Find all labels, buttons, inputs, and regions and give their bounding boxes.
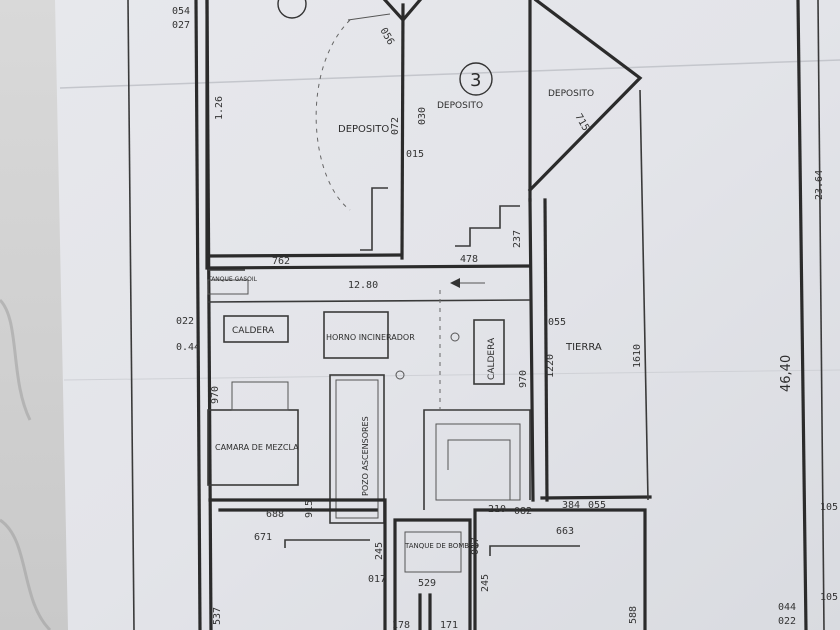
dimension-label: 017: [368, 574, 386, 585]
dimension-label: 12.80: [348, 280, 378, 291]
dimension-label: 537: [212, 607, 223, 625]
central-detail: [447, 439, 511, 500]
caldera-right-outline: [473, 319, 505, 385]
dimension-label: 054: [172, 6, 190, 17]
dimension-label: 384: [562, 500, 580, 511]
room-label-horno: HORNO INCINERADOR: [326, 333, 415, 342]
dimension-label: 105: [820, 592, 838, 603]
arrow-icon: [450, 278, 460, 288]
door-leaf: [347, 13, 391, 21]
room-label-camara-mezcla: CAMARA DE MEZCLA: [215, 443, 299, 452]
dimension-label: 015: [406, 149, 424, 160]
dimension-label: 915: [304, 500, 315, 518]
dimension-label: 022: [778, 616, 796, 627]
wall-deposito-right: [527, 0, 643, 193]
room-label-tierra: TIERRA: [565, 342, 602, 353]
room-label-deposito-left: DEPOSITO: [338, 124, 389, 135]
dimension-label: 1610: [632, 344, 643, 368]
wall-tierra-bottom: [540, 495, 652, 500]
paper-sheet: [55, 0, 840, 630]
wall-tierra-left-inner: [543, 198, 549, 502]
column-symbol: [395, 370, 405, 380]
wall-tierra-right: [639, 89, 649, 501]
exterior-wall-left: [194, 0, 202, 630]
dimension-label: 762: [272, 256, 290, 267]
room-number-circle: [459, 62, 493, 96]
dimension-label: 1220: [545, 354, 556, 378]
caldera-left-outline: [223, 315, 289, 343]
wall-top-band: [205, 0, 532, 270]
dimension-label: 0.44: [176, 342, 200, 353]
room-number-circle-top: [277, 0, 307, 19]
stair-detail: [455, 205, 520, 247]
wall-deposito-divider: [400, 3, 405, 260]
dimension-label: 044: [778, 602, 796, 613]
dimension-label: 1.26: [214, 96, 225, 120]
wall: [206, 253, 402, 258]
dimension-label: 178: [392, 620, 410, 630]
dimension-label: 237: [512, 230, 523, 248]
pozo-ascensores-outline: [329, 374, 385, 524]
stair-detail: [360, 187, 388, 251]
room-label-tanque-bombeo: TANQUE DE BOMBEO: [404, 542, 480, 550]
dimension-label: 171: [440, 620, 458, 630]
exterior-wall-right: [796, 0, 808, 630]
tanque-bombeo-outline: [404, 531, 462, 573]
door-swing-arc: [315, 19, 351, 211]
dimension-label: 055: [588, 500, 606, 511]
wall-tanque-bombeo: [393, 518, 472, 630]
pozo-inner-outline: [335, 379, 379, 519]
dimension-label: 027: [172, 20, 190, 31]
paper-fold: [63, 369, 840, 381]
equipment-outline: [231, 381, 289, 411]
dimension-label: 022: [176, 316, 194, 327]
dimension-label: 210: [488, 504, 506, 515]
room-number: 3: [470, 70, 481, 91]
horno-outline: [323, 311, 389, 359]
dimension-label: 671: [254, 532, 272, 543]
stair-detail: [489, 545, 580, 556]
column-symbol: [450, 332, 460, 342]
dimension-label: 23.64: [814, 170, 825, 200]
boundary-line-right: [817, 0, 825, 630]
tanque-gasoil-outline: [207, 279, 249, 295]
dimension-label: 055: [548, 317, 566, 328]
room-label-tanque-gasoil: TANQUE GASOIL: [207, 276, 258, 283]
dimension-label: 245: [480, 574, 491, 592]
room-label-pozo-ascensores: POZO ASCENSORES: [361, 416, 370, 496]
boundary-line: [127, 0, 135, 630]
dimension-label: 970: [210, 386, 221, 404]
dimension-label: 529: [418, 578, 436, 589]
room-label-caldera-left: CALDERA: [232, 326, 275, 336]
stair-detail: [284, 539, 370, 548]
room-label-caldera-right: CALDERA: [487, 337, 497, 380]
dimension-label: 588: [628, 606, 639, 624]
dimension-label: 245: [374, 542, 385, 560]
dimension-label: 072: [390, 117, 401, 135]
wall-angle: [382, 0, 423, 23]
central-enclosure-inner: [435, 423, 521, 501]
wall-tierra-left: [528, 198, 535, 502]
dimension-label: 082: [514, 506, 532, 517]
dimension-label: 478: [460, 254, 478, 265]
paper-fold: [59, 59, 840, 89]
dimension-label: 663: [556, 526, 574, 537]
wall-bottom-left-room: [208, 498, 387, 630]
dimension-label: 030: [417, 107, 428, 125]
dimension-label-total: 46,40: [779, 355, 794, 392]
room-label-deposito-center: DEPOSITO: [437, 101, 483, 111]
room-label-deposito-right: DEPOSITO: [548, 89, 594, 99]
wall-bottom-right-room: [473, 508, 647, 630]
dimension-label: 970: [518, 370, 529, 388]
dimension-label: 017: [470, 537, 481, 555]
wall: [207, 299, 531, 303]
dimension-label: 688: [266, 509, 284, 520]
central-enclosure: [423, 409, 531, 510]
dimension-label: 105: [820, 502, 838, 513]
